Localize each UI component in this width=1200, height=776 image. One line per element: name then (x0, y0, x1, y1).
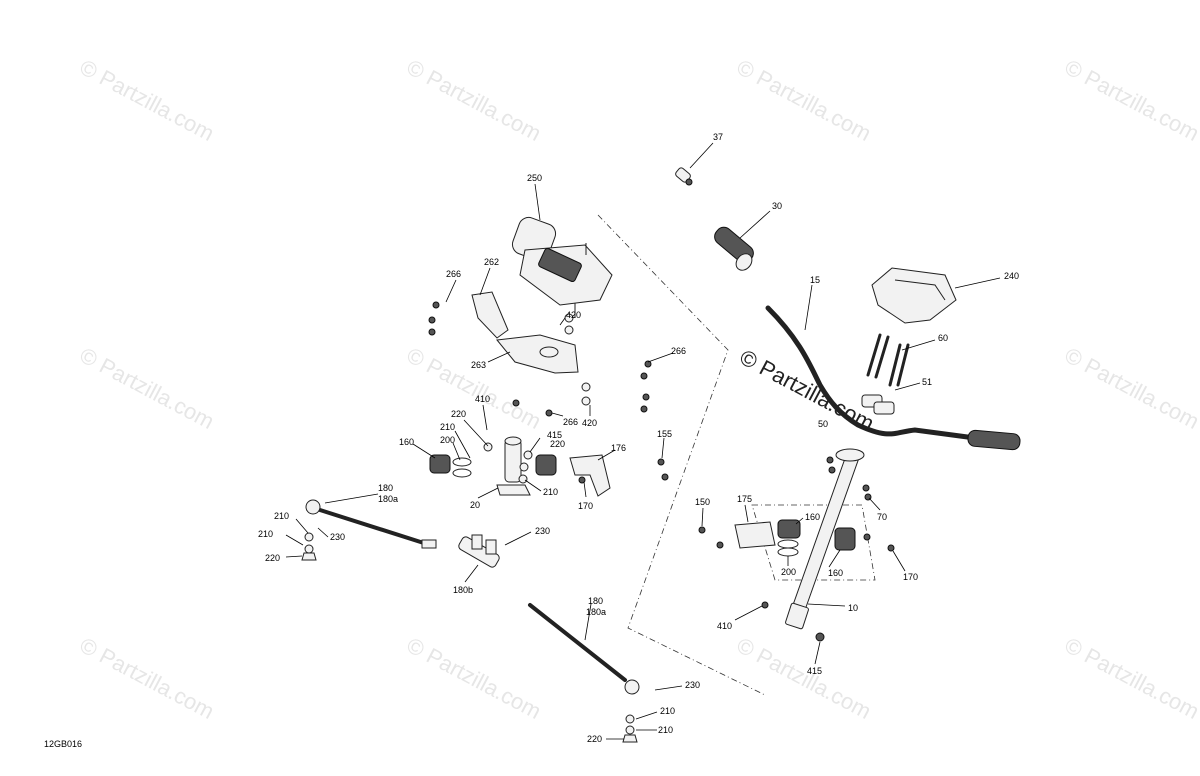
watermark: © Partzilla.com (76, 632, 219, 724)
callout-220: 220 (587, 734, 602, 744)
callout-50: 50 (818, 419, 828, 429)
watermark: © Partzilla.com (733, 632, 876, 724)
hardware-icon (301, 301, 895, 743)
callout-30: 30 (772, 201, 782, 211)
callout-51: 51 (922, 377, 932, 387)
ring-icon (452, 468, 472, 478)
lower-bracket-icon (734, 521, 776, 549)
watermark: © Partzilla.com (1061, 342, 1200, 434)
callout-10: 10 (848, 603, 858, 613)
callout-210: 210 (660, 706, 675, 716)
callout-240: 240 (1004, 271, 1019, 281)
watermark: © Partzilla.com (403, 632, 546, 724)
callout-266: 266 (446, 269, 461, 279)
callout-60: 60 (938, 333, 948, 343)
callout-180b: 180b (453, 585, 473, 595)
watermark: © Partzilla.com (76, 54, 219, 146)
ring-icon (777, 547, 799, 557)
bolt-set-icon (866, 333, 910, 387)
callout-20: 20 (470, 500, 480, 510)
bar-end-icon (675, 167, 693, 186)
callout-220: 220 (550, 439, 565, 449)
callout-150: 150 (695, 497, 710, 507)
callout-230: 230 (535, 526, 550, 536)
bushing-icon (535, 454, 557, 476)
clamp-icon (873, 401, 895, 415)
callout-180a: 180a (586, 607, 606, 617)
callout-266: 266 (671, 346, 686, 356)
assembly-boundary (597, 214, 766, 696)
callout-200: 200 (440, 435, 455, 445)
parts-drawing (301, 167, 1021, 743)
callout-180: 180 (378, 483, 393, 493)
callout-230: 230 (685, 680, 700, 690)
callout-labels: 37 30 15 240 60 51 50 250 266 262 420 26… (258, 132, 1019, 744)
diagram-reference-code: 12GB016 (44, 739, 82, 749)
callout-200: 200 (781, 567, 796, 577)
callout-160: 160 (805, 512, 820, 522)
callout-220: 220 (451, 409, 466, 419)
callout-266: 266 (563, 417, 578, 427)
callout-176: 176 (611, 443, 626, 453)
watermark: © Partzilla.com (403, 54, 546, 146)
bushing-icon (777, 519, 801, 539)
callout-160: 160 (399, 437, 414, 447)
handlebar-cover-icon (871, 267, 957, 324)
callout-420: 420 (582, 418, 597, 428)
callout-415: 415 (547, 430, 562, 440)
watermark: © Partzilla.com (76, 342, 219, 434)
bushing-icon (429, 454, 451, 474)
callout-160: 160 (828, 568, 843, 578)
callout-420: 420 (566, 310, 581, 320)
callout-410: 410 (475, 394, 490, 404)
grip-icon (714, 226, 754, 271)
callout-210: 210 (440, 422, 455, 432)
callout-37: 37 (713, 132, 723, 142)
callout-220: 220 (265, 553, 280, 563)
callout-263: 263 (471, 360, 486, 370)
callout-210: 210 (274, 511, 289, 521)
callout-210: 210 (658, 725, 673, 735)
callout-210: 210 (258, 529, 273, 539)
watermark: © Partzilla.com (1061, 632, 1200, 724)
callout-170: 170 (903, 572, 918, 582)
leader-lines (285, 142, 1001, 740)
tie-rod-icon (318, 508, 432, 547)
callout-70: 70 (877, 512, 887, 522)
watermark: © Partzilla.com (733, 54, 876, 146)
steering-motor-icon (511, 216, 613, 318)
callout-250: 250 (527, 173, 542, 183)
bracket-boundary (751, 504, 876, 581)
watermark-layer: © Partzilla.com © Partzilla.com © Partzi… (76, 54, 1200, 724)
watermark: © Partzilla.com (1061, 54, 1200, 146)
callout-262: 262 (484, 257, 499, 267)
tie-rod-icon (528, 603, 627, 682)
callout-230: 230 (330, 532, 345, 542)
callout-180: 180 (588, 596, 603, 606)
ring-icon (452, 457, 472, 467)
bushing-icon (834, 527, 856, 551)
callout-180a: 180a (378, 494, 398, 504)
right-grip-icon (967, 429, 1021, 451)
ring-icon (777, 539, 799, 549)
mounting-plate-icon (496, 334, 579, 374)
center-link-icon (458, 534, 500, 568)
callout-175: 175 (737, 494, 752, 504)
pitman-arm-icon (496, 436, 531, 496)
callout-415: 415 (807, 666, 822, 676)
callout-170: 170 (578, 501, 593, 511)
support-bracket-icon (569, 454, 611, 497)
callout-155: 155 (657, 429, 672, 439)
callout-15: 15 (810, 275, 820, 285)
callout-210: 210 (543, 487, 558, 497)
callout-410: 410 (717, 621, 732, 631)
bracket-icon (471, 291, 509, 339)
